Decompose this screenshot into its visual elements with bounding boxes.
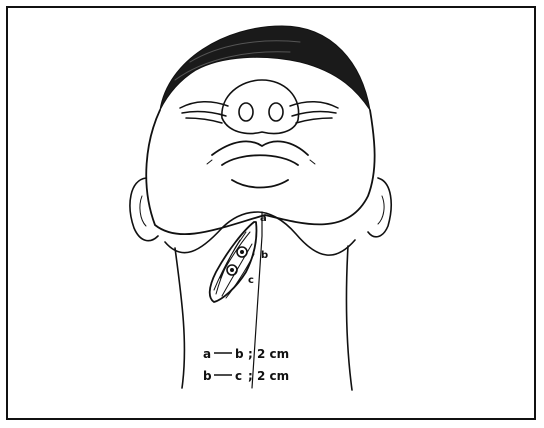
legend-bc-to: c	[235, 369, 242, 383]
mouth	[212, 141, 308, 187]
legend-bc-measure: ; 2 cm	[248, 369, 289, 383]
cheek-mark-right	[310, 160, 315, 164]
legend-ab-to: b	[235, 347, 244, 361]
right-ear-inner	[378, 196, 384, 224]
point-label-b: b	[261, 250, 268, 261]
legend-row-ab: a b ; 2 cm	[203, 347, 289, 361]
nose	[222, 80, 299, 134]
measurement-legend: a b ; 2 cm b c ; 2 cm	[203, 347, 289, 383]
legend-ab-from: a	[203, 347, 211, 361]
left-eye	[180, 102, 228, 123]
point-label-c: c	[248, 275, 254, 286]
point-label-a: a	[260, 213, 267, 224]
cheek-mark-left	[207, 160, 212, 164]
left-ear	[130, 178, 158, 241]
hair	[160, 26, 370, 110]
legend-row-bc: b c ; 2 cm	[203, 369, 289, 383]
neck-left	[175, 248, 184, 388]
legend-ab-measure: ; 2 cm	[248, 347, 289, 361]
neck-right	[346, 246, 352, 390]
legend-bc-from: b	[203, 369, 212, 383]
left-ear-inner	[140, 196, 146, 226]
